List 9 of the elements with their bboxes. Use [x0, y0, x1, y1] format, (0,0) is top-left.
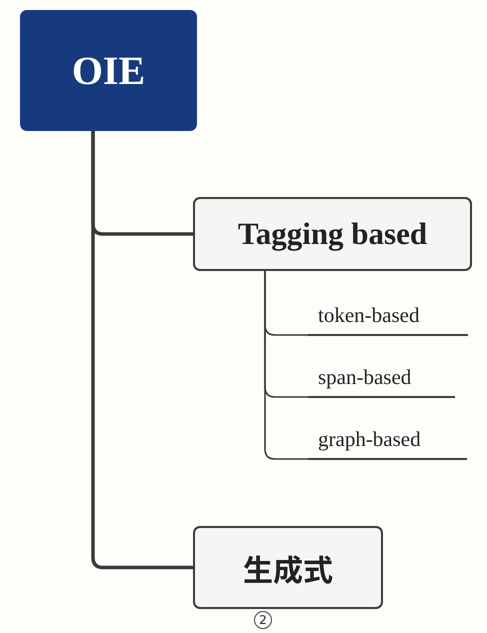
subtopic-label: span-based	[308, 358, 455, 398]
count-badge: 2	[254, 611, 272, 629]
connector-line	[91, 131, 193, 570]
topic-box: Tagging based	[193, 197, 472, 271]
connector-line	[264, 271, 308, 460]
subtopic-label: graph-based	[308, 420, 467, 460]
subtopic-label: token-based	[308, 296, 468, 336]
root-box: OIE	[20, 10, 197, 131]
topic-box: 生成式	[193, 526, 383, 609]
